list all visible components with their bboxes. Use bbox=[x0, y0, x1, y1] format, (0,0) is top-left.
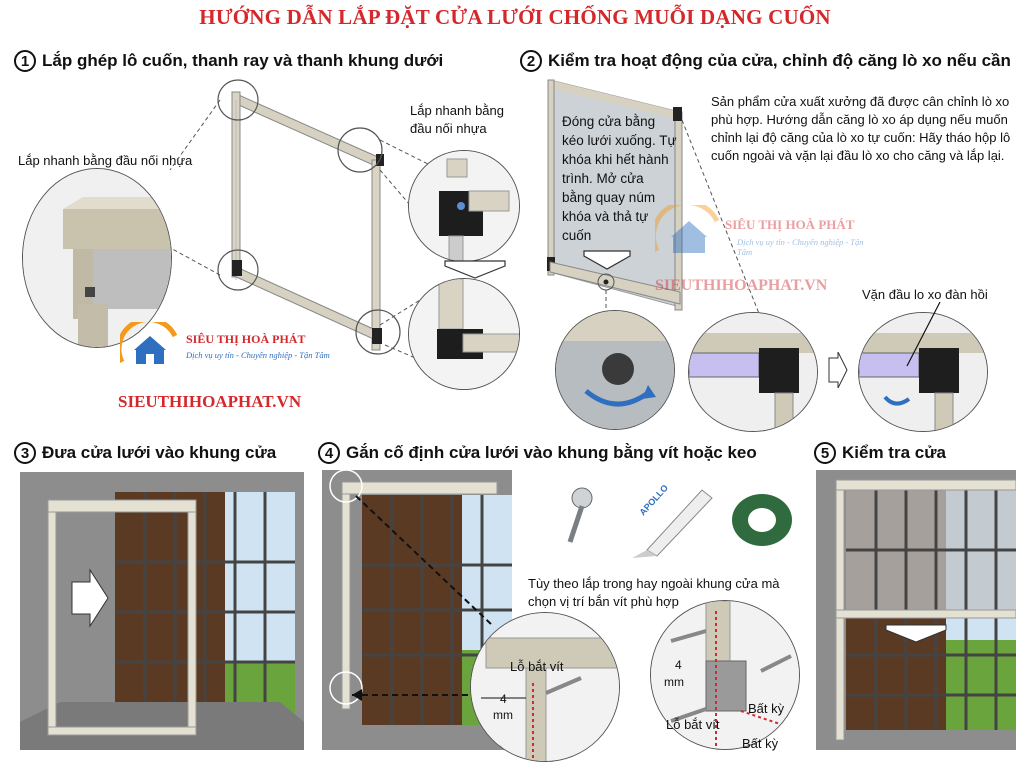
step-3-number: 3 bbox=[14, 442, 36, 464]
glue-tube-icon bbox=[632, 489, 713, 558]
step-1-zoom-connector bbox=[22, 168, 172, 348]
tape-roll-icon bbox=[732, 494, 792, 546]
any-label-2: Bất kỳ bbox=[742, 736, 779, 751]
brand-url-1: SIEUTHIHOAPHAT.VN bbox=[118, 392, 302, 411]
step-5-down-arrow bbox=[885, 624, 947, 643]
step-4-note: Tùy theo lắp trong hay ngoài khung cửa m… bbox=[528, 576, 780, 609]
screw-hole-label-2: Lỗ bắt vít bbox=[666, 717, 720, 732]
step-2-right-note: Sản phẩm cửa xuất xưởng đã được cân chỉn… bbox=[711, 94, 1011, 163]
step-2-number: 2 bbox=[520, 50, 542, 72]
screw-icon bbox=[567, 487, 593, 543]
detail-marker-bottom-right bbox=[355, 309, 401, 355]
dim-unit-1: mm bbox=[493, 708, 513, 722]
step-1-zoom-bottom bbox=[408, 278, 520, 390]
dim-value-1: 4 bbox=[500, 692, 507, 706]
step-4-number: 4 bbox=[318, 442, 340, 464]
detail-marker-top-left bbox=[217, 79, 259, 121]
step-2-right-arrow bbox=[828, 352, 848, 388]
brand-name-1: SIÊU THỊ HOÀ PHÁT bbox=[186, 332, 306, 346]
step-2-down-arrow bbox=[583, 250, 631, 270]
step-2-zoom-spring-before bbox=[688, 312, 818, 432]
detail-marker-top-right bbox=[337, 127, 383, 173]
step-5-label: Kiểm tra cửa bbox=[842, 443, 946, 462]
step-4-tools bbox=[567, 487, 792, 558]
step-1-illustration bbox=[164, 79, 441, 361]
brand-tagline-1: Dịch vụ uy tín - Chuyên nghiệp - Tận Tâm bbox=[186, 350, 330, 360]
dim-value-2: 4 bbox=[675, 658, 682, 672]
brand-logo-1: SIÊU THỊ HOÀ PHÁT Dịch vụ uy tín - Chuyê… bbox=[120, 322, 360, 392]
step-2-spring-label: Vặn đầu lo xo đàn hồi bbox=[862, 287, 988, 302]
step-2-label: Kiểm tra hoạt động của cửa, chỉnh độ căn… bbox=[548, 51, 1011, 70]
house-logo-icon bbox=[655, 205, 720, 253]
step-4-label: Gắn cố định cửa lưới vào khung bằng vít … bbox=[346, 443, 757, 462]
step-2-screen-frame bbox=[547, 79, 683, 311]
roller-frame bbox=[231, 91, 384, 351]
step-1-zoom-top bbox=[408, 150, 520, 262]
step-1-number: 1 bbox=[14, 50, 36, 72]
page-title: HƯỚNG DẪN LẮP ĐẶT CỬA LƯỚI CHỐNG MUỖI DẠ… bbox=[199, 5, 831, 29]
step-5-number: 5 bbox=[814, 442, 836, 464]
step-2-zoom-spring-after bbox=[858, 312, 988, 432]
step-2-panel-note: Đóng cửa bằng kéo lưới xuống. Tự khóa kh… bbox=[562, 114, 677, 243]
detail-marker-bottom-left bbox=[217, 249, 259, 291]
step-1-label: Lắp ghép lô cuốn, thanh ray và thanh khu… bbox=[42, 51, 444, 70]
step-3-illustration bbox=[20, 472, 304, 750]
step-5-heading: 5 Kiểm tra cửa bbox=[814, 442, 946, 464]
step-1-down-arrow bbox=[444, 260, 506, 279]
brand-watermark-2: SIÊU THỊ HOÀ PHÁT Dịch vụ uy tín - Chuyê… bbox=[655, 205, 875, 300]
house-logo-icon bbox=[120, 322, 178, 364]
step-3-label: Đưa cửa lưới vào khung cửa bbox=[42, 443, 277, 462]
step-4-heading: 4 Gắn cố định cửa lưới vào khung bằng ví… bbox=[318, 442, 757, 464]
step-5-illustration bbox=[816, 470, 1016, 750]
step-1-note-left: Lắp nhanh bằng đầu nối nhựa bbox=[18, 153, 193, 168]
step-4-zoom-left bbox=[470, 612, 620, 762]
brand-tagline-2: Dịch vụ uy tín - Chuyên nghiệp - Tận Tâm bbox=[737, 237, 864, 257]
step-1-note-right: Lắp nhanh bằng đầu nối nhựa bbox=[410, 103, 504, 136]
step-3-heading: 3 Đưa cửa lưới vào khung cửa bbox=[14, 442, 276, 464]
step-2-knob-marker bbox=[597, 273, 615, 291]
any-label-1: Bất kỳ bbox=[748, 701, 785, 716]
step-2-heading: 2 Kiểm tra hoạt động của cửa, chỉnh độ c… bbox=[520, 50, 1011, 72]
dim-unit-2: mm bbox=[664, 675, 684, 689]
brand-name-2: SIÊU THỊ HOÀ PHÁT bbox=[725, 217, 855, 232]
step-2-zoom-knob bbox=[555, 310, 675, 430]
screw-hole-label-1: Lỗ bắt vít bbox=[510, 659, 564, 674]
step-3-right-arrow bbox=[71, 568, 109, 628]
brand-url-2: SIEUTHIHOAPHAT.VN bbox=[655, 277, 828, 294]
step-1-heading: 1 Lắp ghép lô cuốn, thanh ray và thanh k… bbox=[14, 50, 443, 72]
step-4-zoom-right bbox=[650, 600, 800, 750]
